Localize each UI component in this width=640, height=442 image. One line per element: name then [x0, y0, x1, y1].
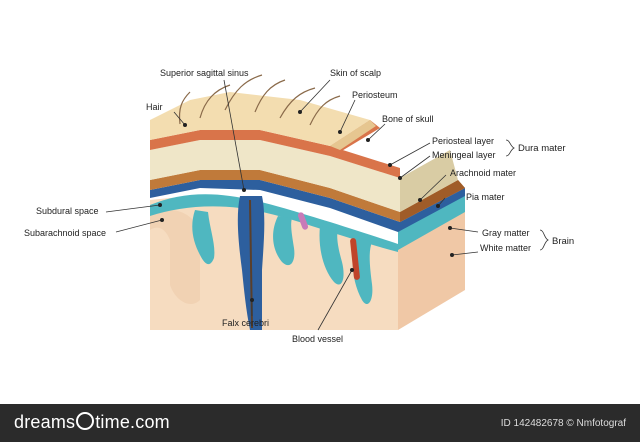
label-arachnoid-mater: Arachnoid mater	[450, 168, 516, 178]
label-brain: Brain	[552, 236, 574, 247]
label-superior-sagittal-sinus: Superior sagittal sinus	[160, 68, 249, 78]
label-falx-cerebri: Falx cerebri	[222, 318, 269, 328]
bone-of-skull	[150, 140, 458, 212]
label-dura-mater: Dura mater	[518, 143, 566, 154]
brand-right: time.com	[95, 412, 170, 432]
label-hair: Hair	[146, 102, 163, 112]
label-periosteum: Periosteum	[352, 90, 398, 100]
label-bone-of-skull: Bone of skull	[382, 114, 434, 124]
label-subarachnoid-space: Subarachnoid space	[24, 228, 106, 238]
label-meningeal-layer: Meningeal layer	[432, 150, 496, 160]
brand-logo[interactable]: dreams time.com	[14, 412, 170, 433]
subarachnoid-space	[150, 194, 398, 305]
label-skin-of-scalp: Skin of scalp	[330, 68, 381, 78]
brand-left: dreams	[14, 412, 76, 432]
blood-vessels	[297, 212, 360, 280]
arachnoid-mater	[150, 180, 465, 232]
meninges-diagram: Superior sagittal sinus Skin of scalp Ha…	[24, 68, 574, 344]
dura-mater-brace	[505, 139, 515, 157]
logo-circle-icon	[76, 412, 95, 430]
image-id-text: ID 142482678 © Nmfotograf	[500, 418, 626, 429]
leader-dots	[158, 110, 454, 302]
label-gray-matter: Gray matter	[482, 228, 530, 238]
hair-strands	[178, 74, 341, 126]
brain-brace	[539, 229, 549, 251]
dura-mater	[150, 170, 465, 222]
label-subdural-space: Subdural space	[36, 206, 99, 216]
footer-bar: dreams time.com ID 142482678 © Nmfotograf	[0, 404, 640, 442]
label-blood-vessel: Blood vessel	[292, 334, 343, 344]
label-periosteal-layer: Periosteal layer	[432, 136, 494, 146]
label-pia-mater: Pia mater	[466, 192, 505, 202]
label-white-matter: White matter	[480, 243, 531, 253]
